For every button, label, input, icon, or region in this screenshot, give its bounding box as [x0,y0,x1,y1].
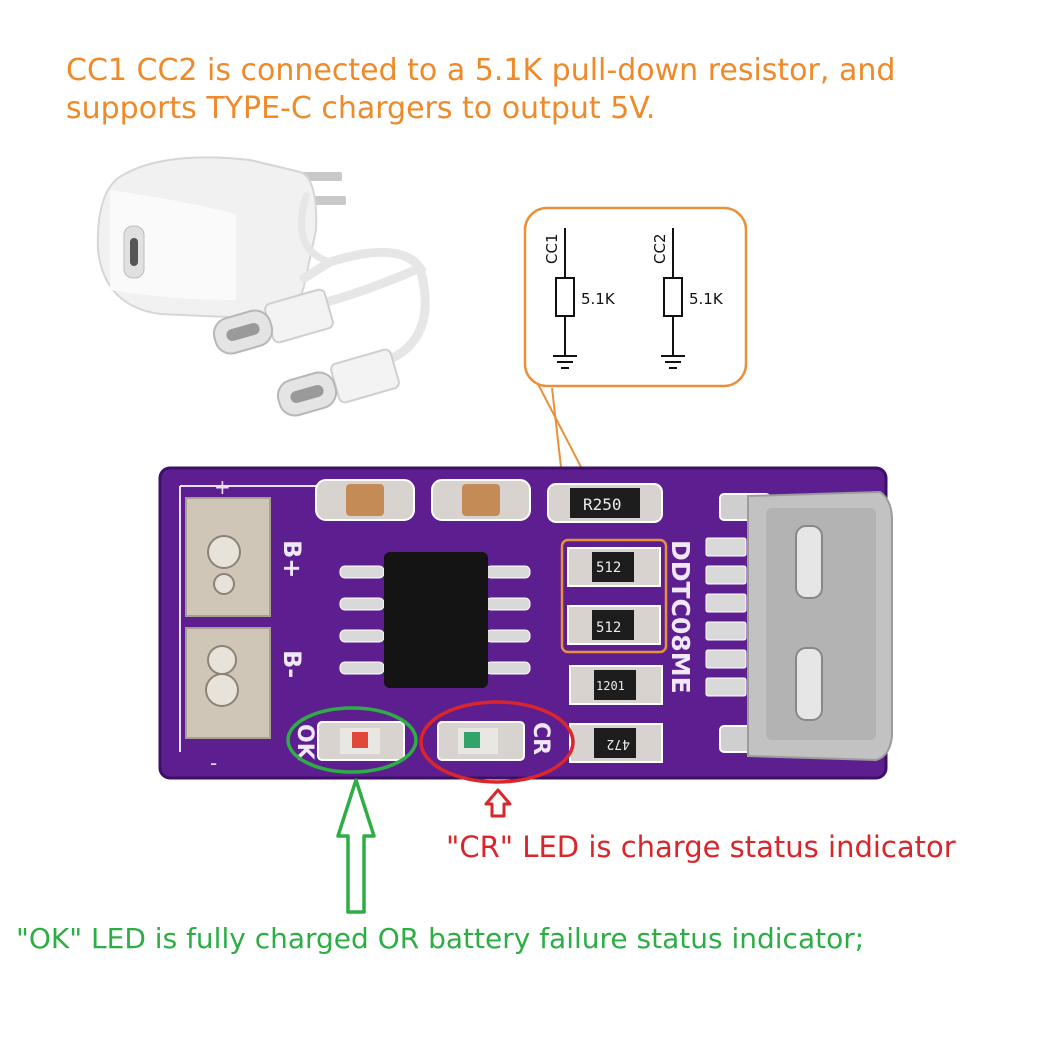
cr-led-caption: "CR" LED is charge status indicator [446,830,956,864]
svg-text:-: - [210,751,217,775]
cr-led [437,721,525,761]
cc2-label: CC2 [651,234,669,265]
cc-resistor-512-b-label: 512 [596,620,621,636]
top-caption-line2: supports TYPE-C chargers to output 5V. [66,91,656,126]
battery-minus-pad [185,627,271,739]
resistor-r250-label: R250 [583,495,622,514]
cc-resistors-highlight-box [560,538,668,654]
r1-value: 5.1K [581,290,616,308]
capacitor-2 [431,479,531,521]
cc-resistor-512-a: 512 [567,547,661,587]
usb-charger-image [96,156,346,320]
cr-led-highlight-ellipse [419,700,575,784]
silk-b-minus: B- [278,650,306,678]
svg-text:+: + [214,475,231,499]
cc-schematic-callout: CC1 CC2 5.1K 5.1K [523,206,748,547]
usb-c-cable-image [212,192,430,417]
r2-value: 5.1K [689,290,724,308]
cc-resistor-512-b: 512 [567,605,661,645]
capacitor-1 [315,479,415,521]
resistor-r250: R250 [547,483,663,523]
cr-arrow-up [484,788,512,818]
cc1-label: CC1 [543,234,561,265]
resistor-1201-label: 1201 [596,679,625,693]
silk-model: DDTC08ME [666,540,695,694]
cc-resistor-512-a-label: 512 [596,560,621,576]
silk-cr: CR [528,722,553,755]
charger-pcb-board: + - B+ B- R250 [158,466,893,780]
usb-c-port [705,490,893,762]
resistor-472: 472 [569,723,663,763]
charger-ic-chip [339,552,531,688]
silk-b-plus: B+ [278,540,306,578]
ok-led-highlight-ellipse [286,706,418,774]
resistor-1201: 1201 [569,665,663,705]
top-caption: CC1 CC2 is connected to a 5.1K pull-down… [66,52,895,128]
resistor-472-label: 472 [607,736,630,751]
ok-led-caption: "OK" LED is fully charged OR battery fai… [16,922,865,955]
ok-led [317,721,405,761]
battery-plus-pad [185,497,271,617]
ok-arrow-up [336,778,376,914]
top-caption-line1: CC1 CC2 is connected to a 5.1K pull-down… [66,53,896,88]
